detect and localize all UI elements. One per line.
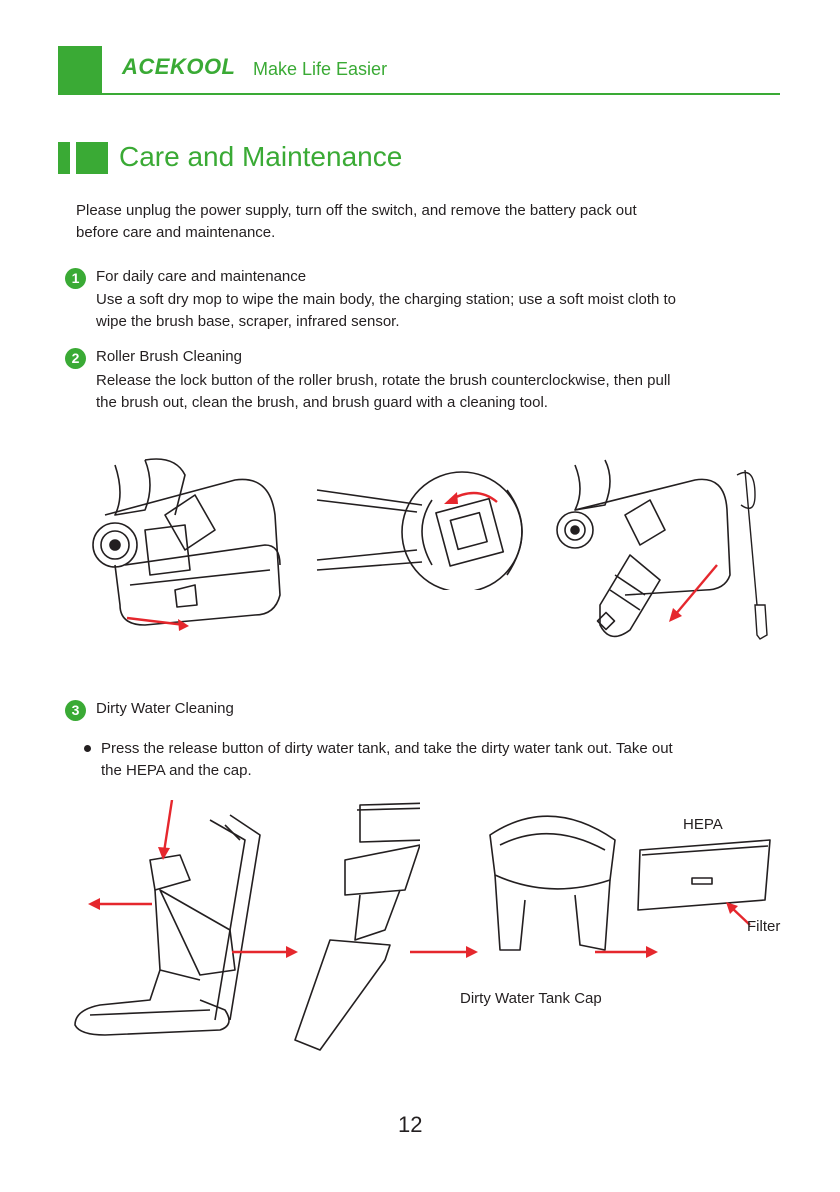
section-3-line-2: the HEPA and the cap. (101, 762, 252, 779)
arrow-filter (731, 907, 751, 926)
section-1-number: 1 (65, 268, 86, 289)
section-3-number: 3 (65, 700, 86, 721)
section-2-line-2: the brush out, clean the brush, and brus… (96, 394, 548, 411)
illustration-rotate-brush (316, 471, 523, 590)
arrow-pull-right (126, 616, 186, 627)
bullet (84, 745, 91, 752)
section-2-heading: Roller Brush Cleaning (96, 348, 242, 365)
header-square (58, 46, 102, 94)
title-marker-thin (58, 142, 70, 174)
section-1-heading: For daily care and maintenance (96, 268, 307, 285)
illustration-hepa-cap-parts (294, 802, 420, 1051)
section-1-line-1: Use a soft dry mop to wipe the main body… (96, 291, 677, 308)
section-3-heading: Dirty Water Cleaning (96, 700, 234, 717)
intro-line-2: before care and maintenance. (76, 224, 276, 241)
header-rule (58, 93, 780, 95)
illustration-pull-brush-out (556, 459, 768, 640)
brand-logo: ACEKOOL (122, 54, 236, 79)
label-tank-cap: Dirty Water Tank Cap (460, 990, 602, 1007)
illustration-unlock-roller (92, 458, 281, 631)
section-2-line-1: Release the lock button of the roller br… (96, 372, 671, 389)
illustration-vacuum-release-tank (74, 800, 298, 1036)
section-1-line-2: wipe the brush base, scraper, infrared s… (96, 313, 400, 330)
arrow-pull-down (674, 564, 718, 616)
brand-tagline: Make Life Easier (253, 59, 388, 79)
intro-line-1: Please unplug the power supply, turn off… (76, 202, 637, 219)
illustration-dirty-water-tank (410, 815, 658, 958)
section-2-number: 2 (65, 348, 86, 369)
label-filter: Filter (747, 918, 781, 935)
page-title: Care and Maintenance (119, 141, 403, 172)
illustration-hepa-filter (637, 839, 771, 926)
label-hepa: HEPA (683, 816, 723, 833)
section-3-line-1: Press the release button of dirty water … (101, 740, 673, 757)
page-number: 12 (398, 1112, 423, 1137)
arrow-press-release (162, 800, 174, 853)
title-marker-square (76, 142, 108, 174)
